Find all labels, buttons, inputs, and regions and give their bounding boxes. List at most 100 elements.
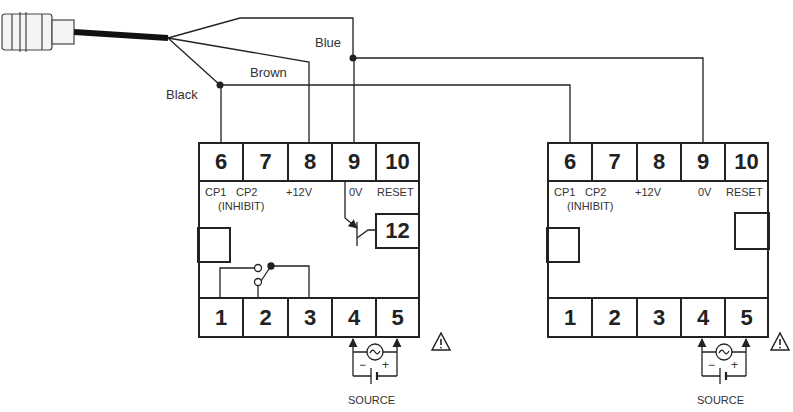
warning-mark xyxy=(440,347,442,349)
ac-wave xyxy=(370,350,380,354)
power-source-symbol xyxy=(353,339,397,384)
supply-lead xyxy=(701,339,702,376)
ac-source xyxy=(716,344,732,360)
terminal-number: 10 xyxy=(734,151,758,173)
collector-lead xyxy=(357,230,375,238)
terminal-function-label: +12V xyxy=(286,186,312,198)
terminal-number: 1 xyxy=(564,307,576,329)
battery-plate xyxy=(376,372,378,380)
contact-point xyxy=(255,265,262,272)
controller-unit: CP1CP2(INHIBIT)+12V0VRESET67891012345 xyxy=(547,142,769,338)
proximity-sensor xyxy=(2,12,168,52)
terminal-number: 2 xyxy=(259,307,271,329)
terminal-number: 7 xyxy=(259,151,271,173)
terminal-number: 9 xyxy=(697,151,709,173)
terminal-box: 3 xyxy=(287,297,333,338)
terminal-number: 9 xyxy=(348,151,360,173)
relay-wire xyxy=(257,286,258,297)
terminal-number: 4 xyxy=(697,307,709,329)
polarity-sign: + xyxy=(731,359,738,372)
terminal-box: 8 xyxy=(636,142,682,182)
warning-symbol xyxy=(432,333,450,350)
terminal-function-label: RESET xyxy=(377,186,414,198)
display-window xyxy=(547,228,579,262)
terminal-box: 10 xyxy=(375,142,420,182)
wire-color-label: Brown xyxy=(250,66,287,80)
terminal-number: 8 xyxy=(304,151,316,173)
terminal-number: 3 xyxy=(304,307,316,329)
terminal-box: 1 xyxy=(547,297,593,338)
terminal-number: 8 xyxy=(653,151,665,173)
sensor-wires xyxy=(168,18,353,142)
relay-contact-symbol xyxy=(220,263,309,297)
terminal-box: 4 xyxy=(331,297,377,338)
terminal-number: 4 xyxy=(348,307,360,329)
battery-plate xyxy=(719,368,720,384)
terminal-box: 5 xyxy=(375,297,420,338)
terminal-function-label: (INHIBIT) xyxy=(567,200,613,212)
terminal-function-label: +12V xyxy=(635,186,661,198)
terminal-box: 9 xyxy=(680,142,726,182)
polarity-sign: − xyxy=(359,359,366,372)
terminal-function-label: RESET xyxy=(726,186,763,198)
terminal-box: 3 xyxy=(636,297,682,338)
terminal-number: 5 xyxy=(391,307,403,329)
sensor-body xyxy=(2,14,52,50)
sensor-thread xyxy=(11,14,12,50)
sensor-neck xyxy=(52,20,74,44)
terminal-box: 6 xyxy=(198,142,244,182)
terminal-box: 2 xyxy=(242,297,289,338)
terminal-function-label: CP2 xyxy=(236,186,257,198)
terminal-box: 2 xyxy=(591,297,638,338)
terminal-number: 12 xyxy=(385,220,409,242)
terminal-number: 7 xyxy=(608,151,620,173)
warning-triangle xyxy=(432,333,450,350)
terminal-number: 3 xyxy=(653,307,665,329)
supply-lead xyxy=(352,339,353,376)
battery-plate xyxy=(725,372,727,380)
sensor-nut xyxy=(19,12,20,52)
terminal-box: 4 xyxy=(680,297,726,338)
dc-line xyxy=(702,375,746,376)
terminal-number: 6 xyxy=(215,151,227,173)
terminal-number: 10 xyxy=(385,151,409,173)
wire-color-label: Blue xyxy=(315,36,341,50)
base-bar xyxy=(356,222,357,246)
signal-wire xyxy=(221,85,570,142)
wire-color-label: Black xyxy=(166,88,198,102)
warning-mark xyxy=(440,339,442,345)
warning-triangle xyxy=(771,333,789,350)
signal-wire xyxy=(354,58,703,142)
transistor-symbol xyxy=(345,180,375,246)
supply-lead xyxy=(745,339,746,376)
relay-wire xyxy=(220,268,254,297)
terminal-number: 5 xyxy=(740,307,752,329)
terminal-box: 7 xyxy=(591,142,638,182)
power-source-symbol xyxy=(702,339,746,384)
sensor-cable xyxy=(74,32,168,38)
terminal-function-label: 0V xyxy=(349,186,362,198)
terminal-number: 6 xyxy=(564,151,576,173)
terminal-function-label: 0V xyxy=(698,186,711,198)
terminal-function-label: CP2 xyxy=(585,186,606,198)
terminal-function-label: (INHIBIT) xyxy=(218,200,264,212)
dc-line xyxy=(353,375,397,376)
source-label: SOURCE xyxy=(348,394,395,406)
terminal-number: 2 xyxy=(608,307,620,329)
warning-mark xyxy=(779,339,781,345)
relay-wire xyxy=(271,266,309,297)
terminal-box: 12 xyxy=(375,213,420,249)
terminal-box: 1 xyxy=(198,297,244,338)
terminal-box: 7 xyxy=(242,142,289,182)
polarity-sign: − xyxy=(708,359,715,372)
battery-plate xyxy=(370,368,371,384)
terminal-box: 5 xyxy=(724,297,769,338)
display-window xyxy=(198,228,230,262)
source-label: SOURCE xyxy=(697,394,744,406)
ac-wave xyxy=(719,350,729,354)
terminal-number: 1 xyxy=(215,307,227,329)
sensor-thread xyxy=(41,14,42,50)
